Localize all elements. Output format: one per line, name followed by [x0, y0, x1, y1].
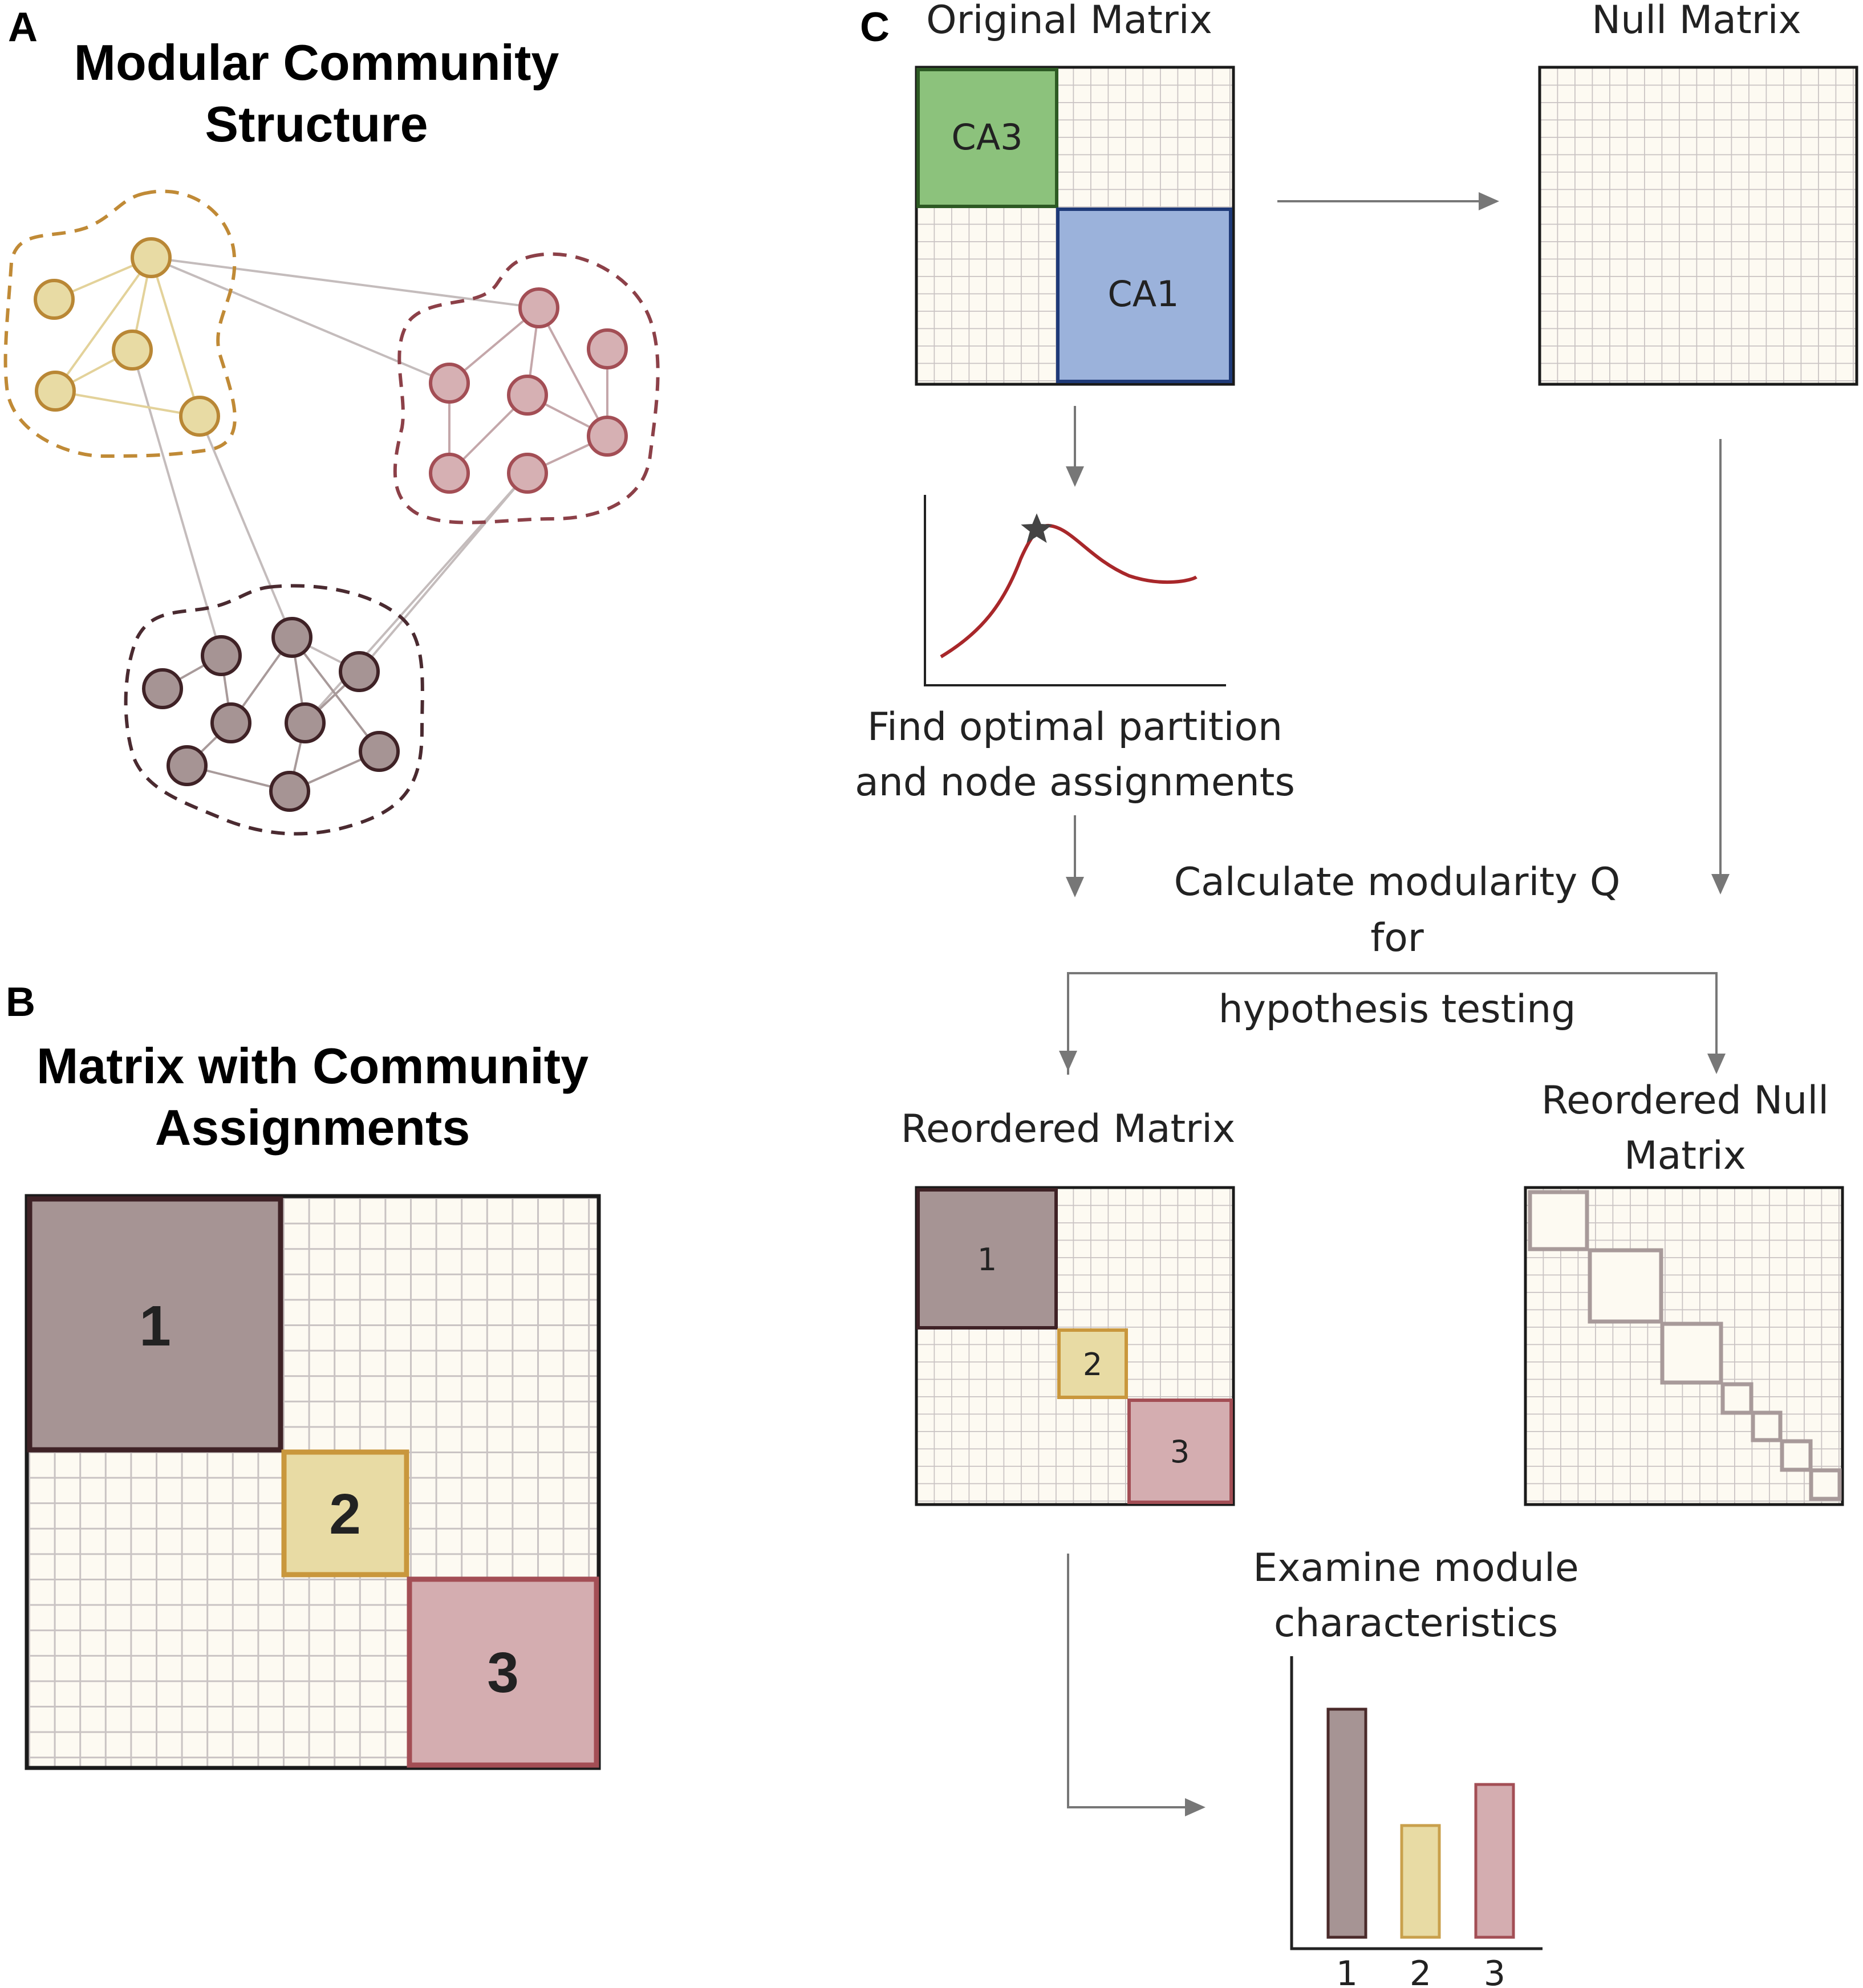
- panel-a-title-line2: Structure: [205, 96, 428, 152]
- panel-b: B Matrix with Community Assignments 1 2 …: [6, 979, 601, 1770]
- panel-a-letter: A: [8, 5, 38, 50]
- node: [201, 635, 242, 676]
- node: [167, 745, 208, 786]
- arrow-to-bars: [1067, 1554, 1206, 1816]
- ca3-block: [916, 68, 1058, 208]
- curve-axes: [924, 495, 1226, 686]
- bar-tick-label: 3: [1484, 1954, 1505, 1988]
- bar-tick-label: 1: [1336, 1954, 1358, 1988]
- community-block-3-label: 3: [487, 1641, 519, 1705]
- node: [131, 237, 172, 278]
- node: [142, 668, 183, 709]
- panel-a: A Modular Community Structure: [3, 5, 660, 836]
- community-yellow: [34, 237, 220, 437]
- optimum-star-icon: [1021, 513, 1053, 543]
- node: [271, 617, 312, 658]
- null-matrix-title: Null Matrix: [1592, 0, 1801, 43]
- inter-community-edges: [131, 257, 539, 724]
- ca3-label: CA3: [951, 116, 1022, 158]
- bar-chart-axes: [1290, 1656, 1543, 1950]
- node: [35, 371, 76, 412]
- reordered-null-title-line2: Matrix: [1624, 1133, 1746, 1178]
- node: [179, 396, 220, 437]
- panel-b-title-line2: Assignments: [155, 1099, 470, 1156]
- node: [210, 702, 251, 743]
- community-block-1: [27, 1196, 283, 1453]
- null-matrix: [1538, 66, 1858, 386]
- panel-c: C Original Matrix CA3 CA1 Null Matrix Fi…: [855, 0, 1858, 1988]
- find-partition-line1: Find optimal partition: [867, 705, 1282, 750]
- node: [285, 702, 326, 743]
- null-diagonal-blocks: [1528, 1190, 1842, 1501]
- community-hull-brown: [124, 584, 424, 836]
- node: [507, 375, 548, 416]
- module-bar-chart: 1 2 3: [1290, 1656, 1543, 1988]
- community-brown: [142, 617, 400, 812]
- reordered-block-2: [1057, 1328, 1128, 1399]
- node: [429, 363, 470, 404]
- reordered-block-1-label: 1: [977, 1242, 997, 1278]
- node: [587, 416, 628, 457]
- node: [339, 651, 380, 692]
- arrow-split: [1067, 972, 1726, 1075]
- community-pink: [429, 287, 628, 494]
- node: [507, 453, 548, 494]
- panel-b-title-line1: Matrix with Community: [36, 1038, 588, 1094]
- calc-modularity-line2: for: [1370, 916, 1424, 961]
- modularity-curve-plot: [924, 495, 1226, 686]
- panel-b-letter: B: [6, 979, 35, 1025]
- calc-modularity-line1: Calculate modularity Q: [1174, 860, 1621, 905]
- examine-line2: characteristics: [1274, 1601, 1558, 1646]
- bar-3: [1474, 1783, 1515, 1939]
- panel-c-letter: C: [860, 5, 890, 50]
- reordered-block-1: [916, 1188, 1058, 1330]
- node: [269, 771, 310, 812]
- original-matrix-title: Original Matrix: [926, 0, 1212, 43]
- node: [587, 328, 628, 369]
- find-partition-line2: and node assignments: [855, 760, 1295, 805]
- node: [359, 731, 400, 772]
- community-hull-pink: [393, 252, 660, 525]
- reordered-block-3-label: 3: [1170, 1434, 1190, 1470]
- examine-line1: Examine module: [1253, 1546, 1578, 1591]
- community-block-2: [281, 1449, 409, 1578]
- node: [429, 453, 470, 494]
- node: [112, 330, 153, 371]
- ca1-block: [1056, 208, 1232, 383]
- reordered-block-2-label: 2: [1083, 1347, 1102, 1383]
- bar-2: [1400, 1824, 1441, 1939]
- node: [34, 279, 75, 320]
- bar-tick-label: 2: [1410, 1954, 1431, 1988]
- ca1-label: CA1: [1107, 273, 1179, 315]
- community-block-2-label: 2: [329, 1482, 361, 1546]
- modularity-curve: [940, 523, 1198, 658]
- reordered-matrix-title: Reordered Matrix: [901, 1107, 1236, 1152]
- calc-modularity-line3: hypothesis testing: [1219, 987, 1576, 1032]
- flow-arrows: [1059, 192, 1730, 1816]
- panel-a-title-line1: Modular Community: [74, 34, 559, 91]
- community-hull-yellow: [3, 189, 237, 458]
- reordered-block-3: [1127, 1398, 1233, 1504]
- node: [518, 287, 559, 328]
- community-block-1-label: 1: [139, 1294, 171, 1358]
- bar-1: [1326, 1708, 1367, 1939]
- community-block-3: [407, 1576, 599, 1768]
- reordered-null-title-line1: Reordered Null: [1541, 1078, 1829, 1123]
